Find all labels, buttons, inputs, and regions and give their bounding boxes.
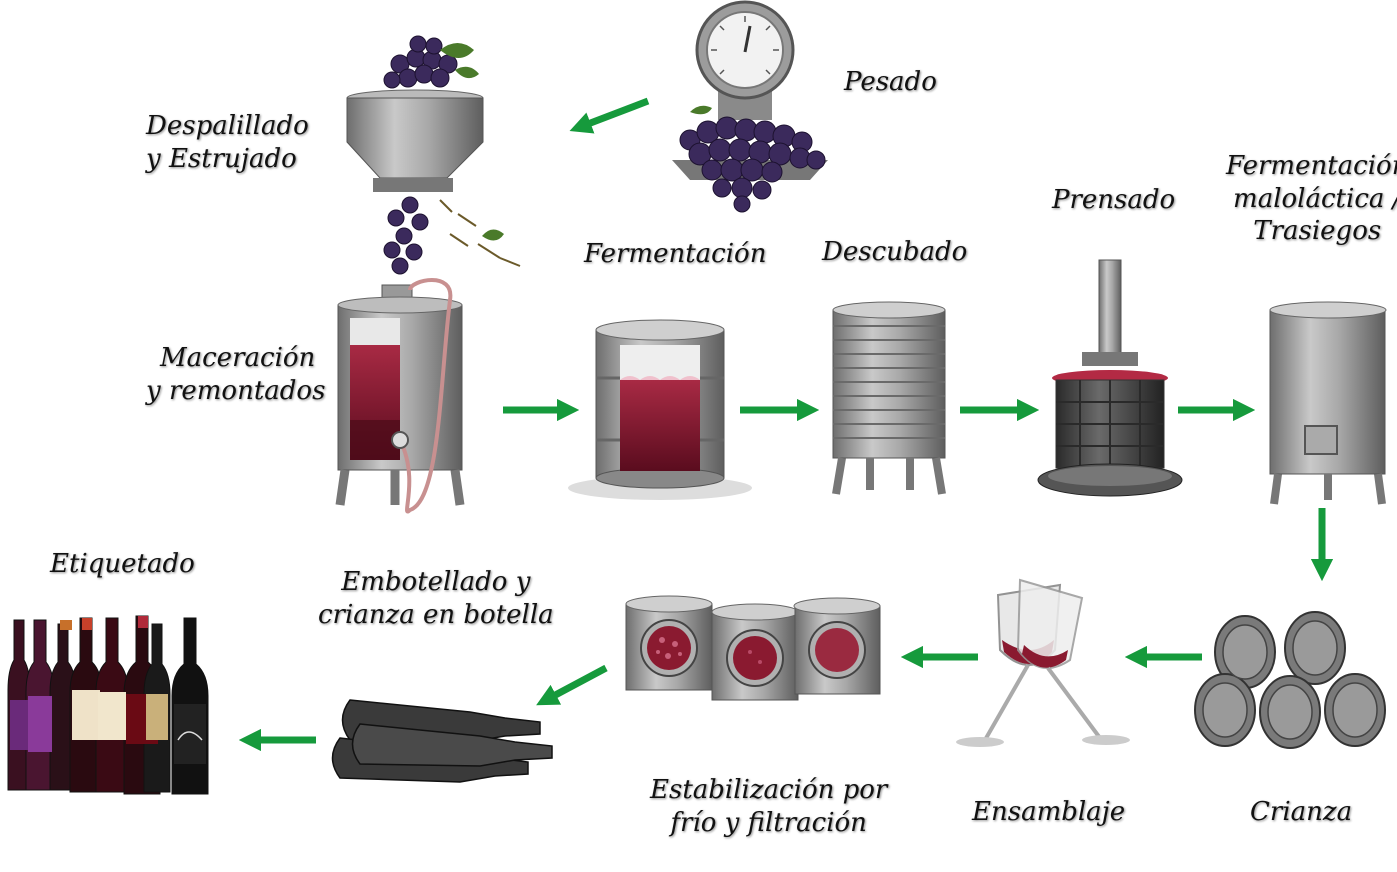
- label-etiquetado-text: Etiquetado: [50, 549, 195, 579]
- label-pesado: Pesado: [844, 66, 937, 99]
- label-maceracion-line2: y remontados: [146, 375, 326, 406]
- ribbed-tank-icon: [832, 301, 946, 495]
- label-fermentacion-text: Fermentación: [584, 239, 767, 269]
- label-malolactica-line1: Fermentación: [1226, 151, 1397, 181]
- barrels-icon: [1194, 611, 1386, 749]
- labeled-bottles-icon: [7, 615, 209, 795]
- arrow-pesado-to-despalillado: [569, 97, 650, 134]
- label-embotellado-line2: crianza en botella: [318, 599, 554, 630]
- label-malolactica-line3: Trasiegos: [1253, 216, 1382, 246]
- stabilization-tanks-icon: [625, 595, 881, 701]
- label-descubado: Descubado: [822, 236, 967, 269]
- label-despalillado-line1: Despalillado: [146, 111, 309, 141]
- label-despalillado-line2: y Estrujado: [146, 143, 297, 174]
- label-etiquetado: Etiquetado: [50, 548, 195, 581]
- label-embotellado-line1: Embotellado y: [341, 567, 531, 597]
- label-estabilizacion-line1: Estabilización por: [650, 775, 888, 805]
- label-pesado-text: Pesado: [844, 67, 937, 97]
- bottles-lying-icon: [331, 699, 553, 783]
- label-fermentacion: Fermentación: [584, 238, 766, 271]
- hopper-destemmer-icon: [346, 35, 521, 275]
- flow-arrows: [238, 97, 1334, 752]
- label-malolactica-line2: maloláctica /: [1233, 183, 1397, 214]
- label-prensado-text: Prensado: [1052, 185, 1176, 215]
- label-estabilizacion: Estabilización por frío y filtración: [650, 774, 887, 839]
- label-estabilizacion-line2: frío y filtración: [670, 807, 867, 838]
- label-maceracion: Maceración y remontados: [146, 342, 325, 407]
- label-ensamblaje: Ensamblaje: [972, 796, 1125, 829]
- maceration-tank-icon: [335, 278, 465, 514]
- label-crianza-text: Crianza: [1250, 797, 1353, 827]
- label-despalillado: Despalillado y Estrujado: [146, 110, 309, 175]
- label-crianza: Crianza: [1250, 796, 1352, 829]
- label-prensado: Prensado: [1052, 184, 1175, 217]
- scale-with-grapes-icon: [672, 0, 828, 213]
- label-ensamblaje-text: Ensamblaje: [972, 797, 1126, 827]
- storage-tank-icon: [1269, 301, 1387, 505]
- label-malolactica: Fermentación maloláctica / Trasiegos: [1226, 150, 1397, 248]
- label-maceracion-line1: Maceración: [160, 343, 316, 373]
- arrow-estabilizacion-to-embotellado: [536, 664, 608, 706]
- label-embotellado: Embotellado y crianza en botella: [318, 566, 554, 631]
- wine-press-icon: [1037, 259, 1183, 497]
- wine-glasses-icon: [956, 578, 1130, 747]
- fermentation-tank-icon: [568, 319, 752, 500]
- label-descubado-text: Descubado: [822, 237, 968, 267]
